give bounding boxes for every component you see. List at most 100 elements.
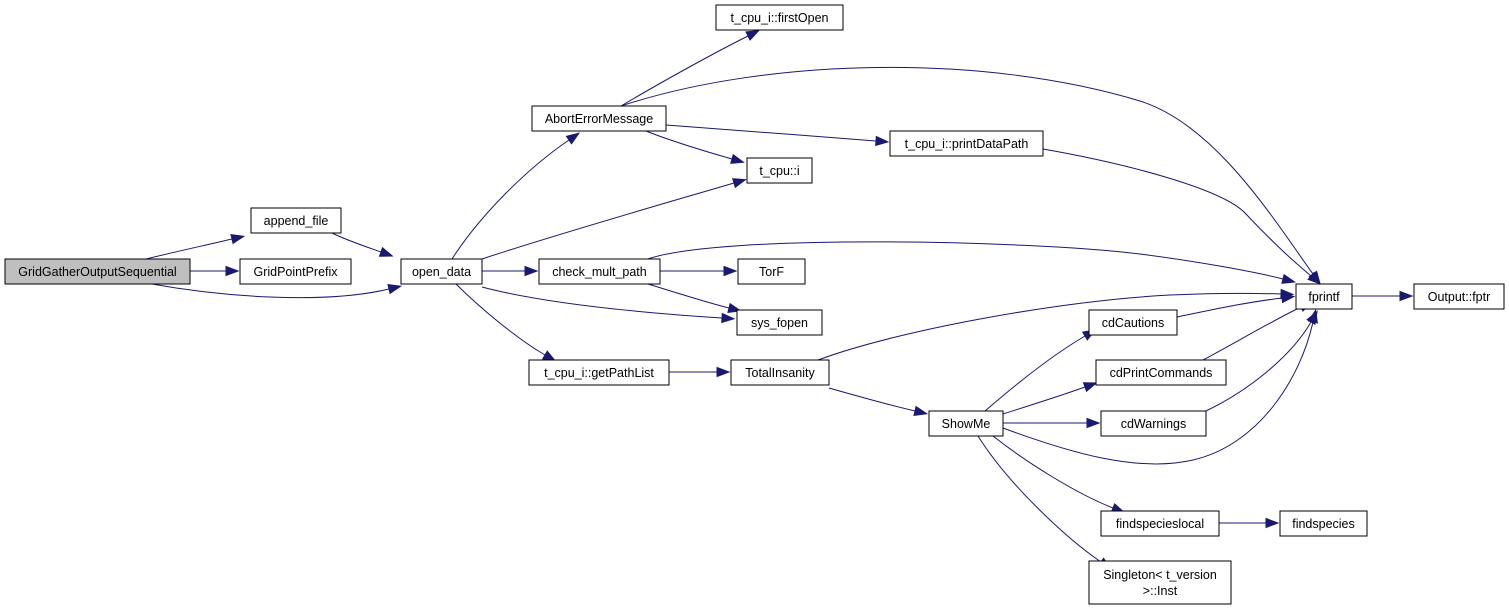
node-cdPrintCommands[interactable]: cdPrintCommands: [1095, 359, 1227, 386]
node-box: [1279, 510, 1368, 537]
edge-ShowMe-to-findspecieslocal: [992, 435, 1126, 513]
node-label: Singleton< t_version: [1103, 568, 1217, 582]
node-TotalInsanity[interactable]: TotalInsanity: [730, 359, 830, 386]
node-findspecieslocal[interactable]: findspecieslocal: [1100, 510, 1220, 537]
node-box: [730, 359, 830, 386]
node-GridPointPrefix[interactable]: GridPointPrefix: [239, 258, 352, 285]
edge-AbortErrorMessage-to-t_cpu_i: [645, 130, 745, 164]
node-box: [400, 258, 483, 285]
node-TorF[interactable]: TorF: [737, 258, 806, 285]
node-box: [528, 359, 670, 386]
node-t_cpu_i[interactable]: t_cpu::i: [746, 157, 813, 184]
edge-line: [151, 283, 390, 299]
node-box: [889, 130, 1044, 157]
node-fptr[interactable]: Output::fptr: [1413, 283, 1505, 310]
edge-check_mult_path-to-TorF: [660, 265, 738, 277]
node-layer: GridGatherOutputSequential append_fileGri…: [4, 4, 1505, 605]
node-ShowMe[interactable]: ShowMe: [928, 410, 1004, 437]
edge-line: [828, 387, 916, 412]
edge-line: [647, 283, 730, 309]
edge-line: [145, 238, 233, 260]
node-box: [928, 410, 1004, 437]
node-box: [4, 258, 191, 285]
edge-line: [620, 35, 749, 107]
edge-open_data-to-t_cpu_i: [481, 178, 747, 260]
edge-findspecieslocal-to-findspecies: [1219, 517, 1280, 529]
edge-line: [984, 335, 1086, 412]
edge-arrowhead: [387, 284, 403, 295]
edge-open_data-to-sys_fopen: [481, 286, 736, 324]
edge-line: [620, 67, 1314, 275]
node-box: [1095, 359, 1227, 386]
node-box: [715, 4, 844, 31]
edge-line: [1002, 386, 1086, 415]
edge-arrowhead: [1082, 382, 1098, 393]
edge-cdCautions-to-fprintf: [1176, 292, 1296, 318]
node-SingletonInst[interactable]: Singleton< t_version>::Inst: [1088, 560, 1232, 605]
node-AbortErrorMessage[interactable]: AbortErrorMessage: [531, 105, 667, 132]
edge-line: [1002, 321, 1314, 465]
node-label: GridGatherOutputSequential: [18, 265, 176, 279]
node-label: fprintf: [1308, 290, 1340, 304]
edge-layer: [145, 29, 1414, 570]
edge-ShowMe-to-cdCautions: [984, 329, 1097, 412]
node-box: [1413, 283, 1505, 310]
node-root[interactable]: GridGatherOutputSequential: [4, 258, 191, 285]
edge-arrowhead: [721, 312, 736, 324]
node-findspecies[interactable]: findspecies: [1279, 510, 1368, 537]
edge-printDataPath-to-fprintf: [1042, 148, 1322, 285]
node-label: ShowMe: [942, 417, 991, 431]
node-label: cdPrintCommands: [1110, 366, 1213, 380]
node-label: >::Inst: [1143, 584, 1178, 598]
node-label: findspecieslocal: [1116, 517, 1204, 531]
edge-arrowhead: [378, 246, 394, 257]
node-box: [1088, 309, 1178, 336]
node-label: GridPointPrefix: [253, 265, 338, 279]
edge-cdPrintCommands-to-fprintf: [1202, 301, 1314, 361]
edge-arrowhead: [565, 132, 581, 145]
node-box: [746, 157, 813, 184]
edge-line: [455, 283, 546, 356]
edge-open_data-to-getPathList: [455, 283, 557, 362]
edge-arrowhead: [730, 153, 745, 164]
node-append_file[interactable]: append_file: [250, 207, 342, 234]
edge-open_data-to-check_mult_path: [482, 265, 539, 277]
node-box: [1295, 283, 1353, 310]
node-label: Output::fptr: [1428, 290, 1491, 304]
node-check_mult_path[interactable]: check_mult_path: [538, 258, 661, 285]
node-label: append_file: [264, 214, 329, 228]
node-label: cdWarnings: [1121, 417, 1187, 431]
edge-AbortErrorMessage-to-firstOpen: [620, 29, 761, 107]
node-box: [239, 258, 352, 285]
edge-line: [817, 292, 1282, 361]
node-cdCautions[interactable]: cdCautions: [1088, 309, 1178, 336]
edge-cdWarnings-to-fprintf: [1205, 310, 1318, 412]
node-fprintf[interactable]: fprintf: [1295, 283, 1353, 310]
node-getPathList[interactable]: t_cpu_i::getPathList: [528, 359, 670, 386]
node-cdWarnings[interactable]: cdWarnings: [1100, 410, 1207, 437]
node-open_data[interactable]: open_data: [400, 258, 483, 285]
edge-arrowhead: [1265, 517, 1280, 529]
edge-line: [331, 232, 382, 253]
edge-open_data-to-AbortErrorMessage: [451, 132, 581, 260]
edge-line: [977, 435, 1102, 563]
edge-root-to-open_data: [151, 283, 403, 299]
node-sys_fopen[interactable]: sys_fopen: [736, 309, 823, 336]
edge-line: [1205, 321, 1312, 412]
node-label: open_data: [412, 265, 471, 279]
edge-AbortErrorMessage-to-fprintf: [620, 67, 1321, 285]
edge-append_file-to-open_data: [331, 232, 394, 257]
edge-root-to-append_file: [145, 234, 246, 260]
edge-arrowhead: [1280, 292, 1296, 304]
node-label: cdCautions: [1102, 316, 1165, 330]
node-box: [531, 105, 667, 132]
node-box: [1100, 410, 1207, 437]
edge-arrowhead: [1399, 290, 1414, 302]
node-label: t_cpu_i::printDataPath: [905, 137, 1029, 151]
node-firstOpen[interactable]: t_cpu_i::firstOpen: [715, 4, 844, 31]
node-printDataPath[interactable]: t_cpu_i::printDataPath: [889, 130, 1044, 157]
node-label: sys_fopen: [751, 316, 808, 330]
node-label: AbortErrorMessage: [545, 112, 653, 126]
edge-arrowhead: [745, 29, 761, 41]
